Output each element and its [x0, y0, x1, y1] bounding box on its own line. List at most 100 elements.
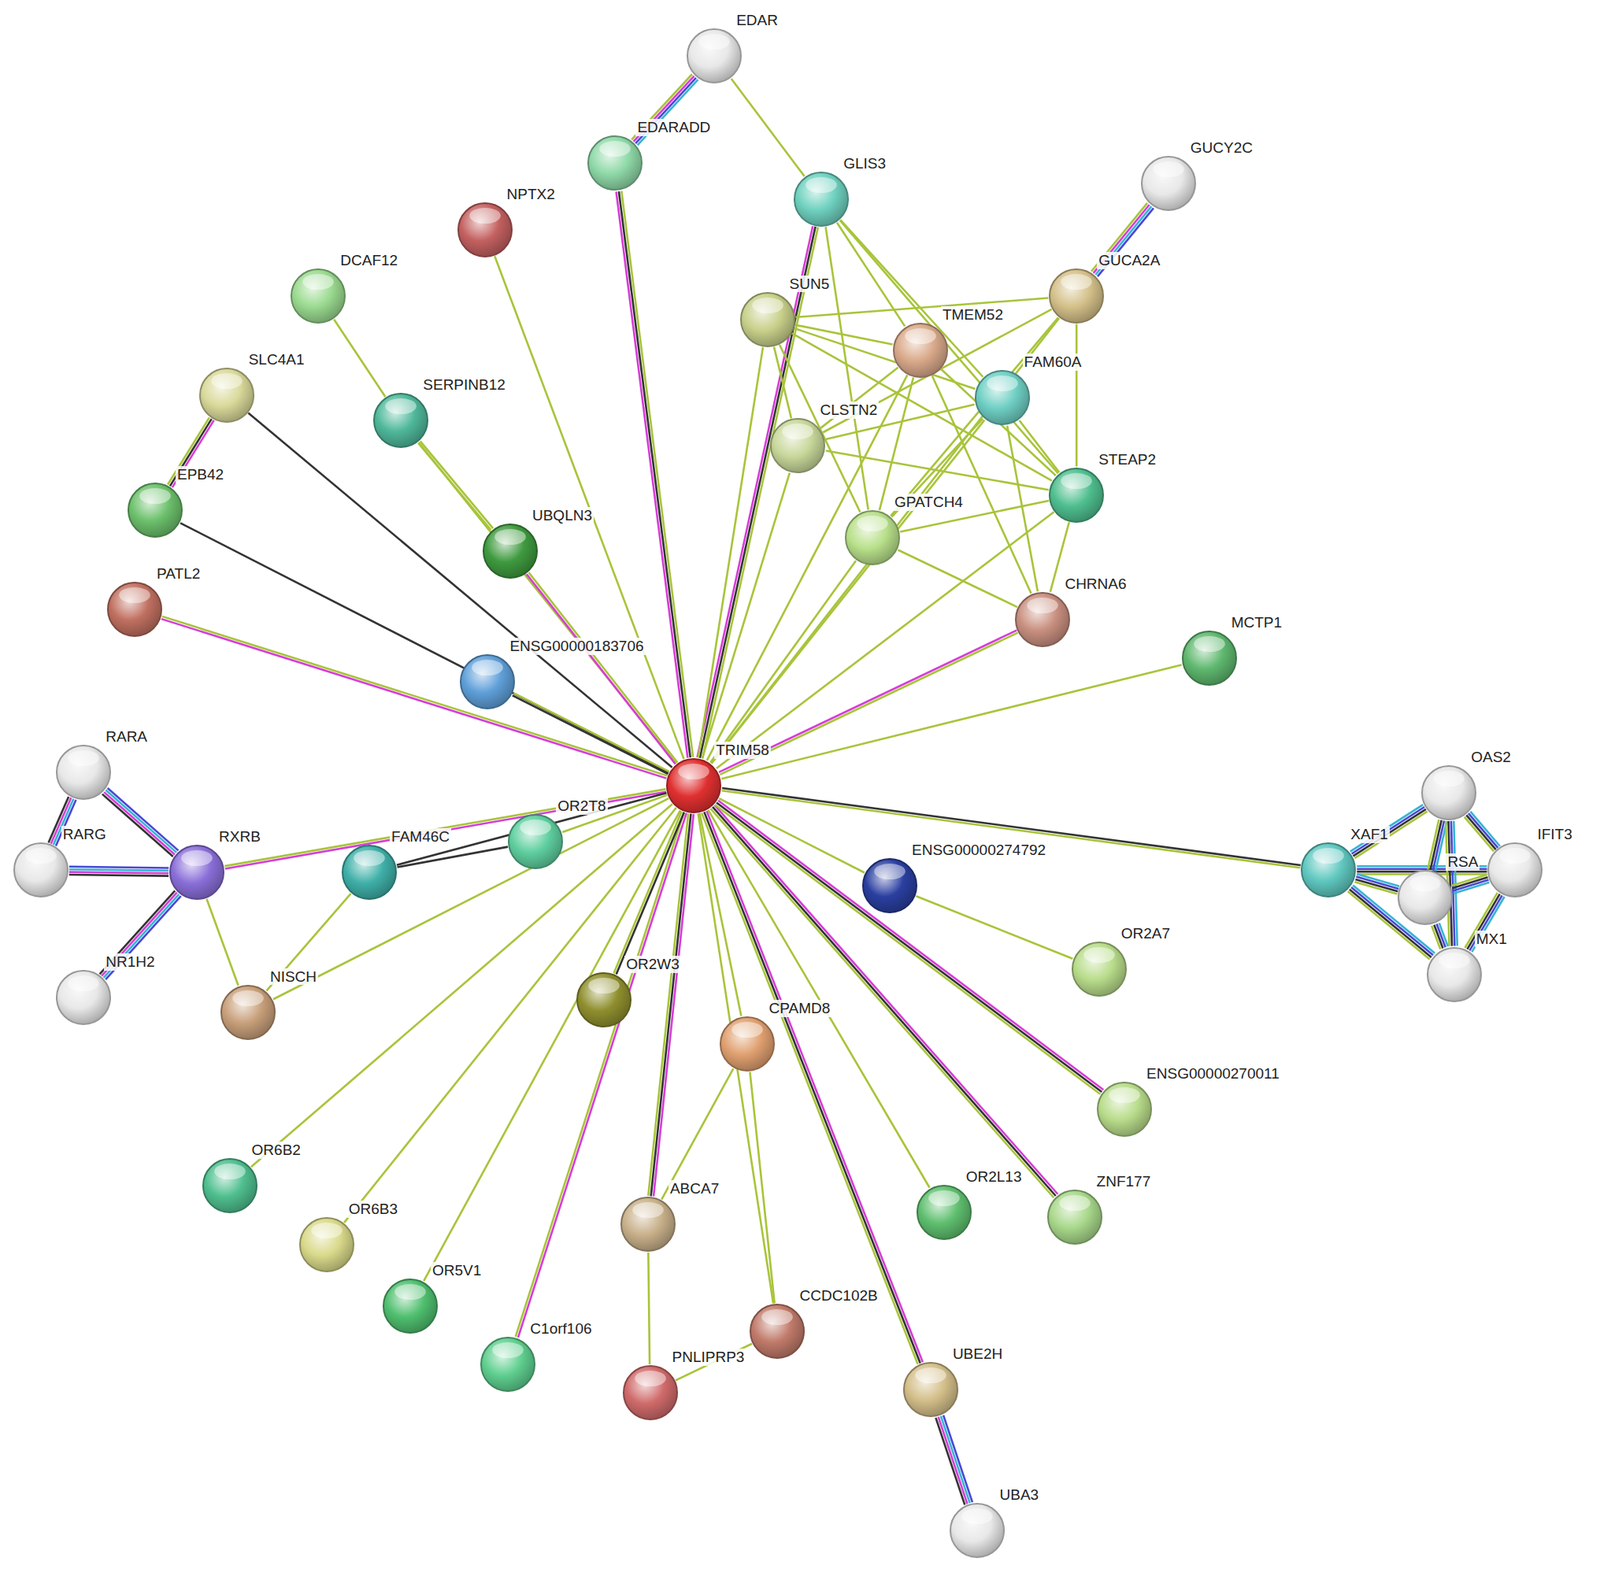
protein-node: ABCA7	[619, 1196, 677, 1253]
interaction-edge	[1076, 324, 1078, 467]
protein-node: NR1H2	[55, 969, 112, 1026]
interaction-edge	[779, 344, 860, 512]
node-ball	[623, 1366, 678, 1420]
node-ball	[588, 136, 642, 190]
node-gloss	[731, 1022, 763, 1038]
node-label: UBE2H	[951, 1345, 1004, 1363]
node-ball	[342, 845, 397, 900]
interaction-edge	[774, 347, 792, 419]
interaction-edge	[423, 810, 681, 1282]
node-label: OR5V1	[430, 1262, 483, 1280]
protein-node: SLC4A1	[198, 366, 256, 424]
node-circle	[381, 1277, 439, 1335]
evidence-line	[794, 328, 976, 389]
evidence-line	[702, 227, 819, 760]
node-circle	[1046, 1188, 1104, 1246]
evidence-line	[1468, 813, 1498, 849]
protein-node: UBQLN3	[481, 522, 539, 580]
interaction-edge	[731, 78, 805, 177]
interaction-edge	[710, 805, 1058, 1199]
node-gloss	[600, 140, 632, 157]
node-label: NR1H2	[103, 953, 156, 971]
evidence-line	[749, 1072, 775, 1304]
node-circle	[340, 844, 398, 901]
node-gloss	[394, 1284, 426, 1300]
node-ball	[621, 1197, 675, 1252]
node-label: CCDC102B	[797, 1287, 879, 1305]
protein-node: CCDC102B	[748, 1303, 806, 1360]
node-gloss	[1500, 848, 1532, 864]
node-gloss	[385, 398, 417, 415]
node-ball	[666, 759, 721, 813]
evidence-line	[100, 890, 176, 975]
interaction-edge	[795, 325, 893, 345]
evidence-line	[716, 802, 1102, 1093]
interaction-edge	[102, 788, 179, 857]
node-ball	[975, 370, 1030, 425]
node-circle	[1070, 940, 1128, 998]
protein-node: FAM46C	[340, 844, 398, 901]
evidence-line	[420, 440, 493, 529]
evidence-line	[940, 1416, 971, 1504]
protein-node: ENSG00000183706	[459, 653, 516, 711]
protein-node: OR2T8	[507, 813, 564, 871]
evidence-line	[700, 226, 816, 759]
node-circle	[974, 369, 1031, 426]
node-label: RSA	[1445, 853, 1480, 871]
evidence-line	[105, 790, 177, 853]
node-circle	[861, 857, 919, 915]
node-ball	[740, 292, 795, 347]
node-ball	[577, 973, 631, 1027]
evidence-line	[225, 792, 667, 870]
node-label: CLSTN2	[818, 401, 879, 419]
node-label: MX1	[1474, 930, 1509, 949]
interaction-edge	[840, 220, 1059, 474]
node-label: OR2W3	[624, 955, 682, 974]
evidence-line	[69, 869, 169, 871]
node-ball	[170, 845, 224, 900]
node-circle	[769, 417, 826, 475]
protein-node: EPB42	[126, 481, 184, 539]
node-ball	[1097, 1082, 1152, 1137]
node-label: CPAMD8	[767, 1000, 833, 1018]
evidence-line	[1355, 877, 1399, 889]
node-circle	[1140, 155, 1197, 212]
node-circle	[1048, 466, 1105, 524]
node-gloss	[118, 587, 151, 604]
protein-node: NPTX2	[456, 201, 514, 259]
interaction-edge	[702, 473, 790, 760]
node-ball	[1182, 631, 1237, 686]
node-circle	[844, 509, 901, 567]
evidence-line	[935, 1418, 965, 1506]
node-circle	[575, 971, 633, 1029]
evidence-line	[273, 798, 669, 1000]
node-ball	[750, 1304, 804, 1359]
interaction-edge	[418, 440, 493, 530]
evidence-line	[418, 442, 677, 764]
interaction-edge	[825, 451, 1049, 491]
evidence-line	[206, 899, 238, 986]
node-ball	[483, 524, 538, 578]
evidence-line	[731, 78, 805, 177]
protein-node: IFIT3	[1486, 841, 1544, 899]
evidence-line	[825, 451, 1049, 491]
node-gloss	[1027, 597, 1060, 614]
node-label: OR2L13	[964, 1168, 1024, 1186]
interaction-edge	[206, 899, 238, 986]
evidence-line	[161, 618, 667, 779]
evidence-line	[266, 893, 352, 991]
node-label: CHRNA6	[1062, 575, 1128, 593]
evidence-line	[825, 226, 869, 510]
node-ball	[1141, 156, 1196, 211]
evidence-line	[721, 665, 1182, 780]
node-circle	[55, 969, 112, 1026]
node-label: OR6B2	[250, 1141, 303, 1160]
interaction-edge	[526, 572, 678, 764]
protein-node: MCTP1	[1181, 629, 1238, 687]
interaction-edge	[749, 1072, 775, 1304]
evidence-line	[397, 847, 508, 868]
node-gloss	[1083, 947, 1115, 963]
node-circle	[1300, 841, 1357, 899]
interaction-edge	[1427, 819, 1447, 871]
node-ball	[893, 323, 948, 378]
